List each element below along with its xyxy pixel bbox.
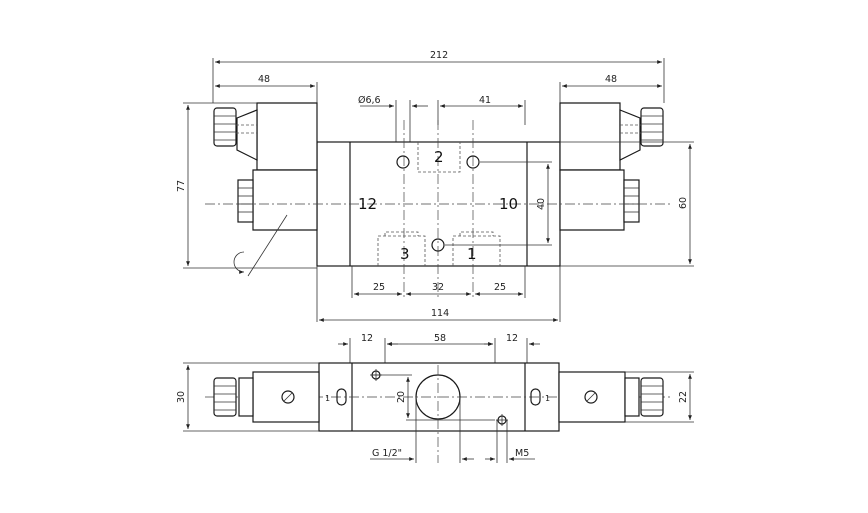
dim-58: 58 [434,333,446,344]
dim-48-left: 48 [258,74,270,85]
bottom-view: 12 58 12 1 1 [176,333,694,463]
dim-30: 30 [176,391,187,403]
port-label-12: 12 [358,195,377,213]
thread-m5: M5 [515,448,529,459]
dim-48-right: 48 [605,74,617,85]
override-label-left: 1 [325,394,330,403]
top-view: 212 48 48 Ø6,6 41 [176,50,694,322]
dim-25-left: 25 [373,282,385,293]
port-label-3: 3 [400,245,410,263]
dim-32: 32 [432,282,444,293]
mount-hole-bottom [431,238,445,252]
right-solenoid [559,102,664,231]
override-left [336,388,347,406]
dim-77: 77 [176,180,187,192]
dim-60: 60 [678,197,689,209]
thread-g-half: G 1/2" [372,448,402,459]
dim-22: 22 [678,391,689,403]
right-solenoid-bottom [558,371,664,423]
mount-hole-left [396,155,410,169]
dim-40: 40 [536,198,547,210]
port-label-10: 10 [499,195,518,213]
dim-20: 20 [396,391,407,403]
coil-screw-left-icon [281,390,295,404]
dim-114: 114 [431,308,449,319]
override-right [530,388,541,406]
dim-41: 41 [479,95,491,106]
coil-screw-right-icon [584,390,598,404]
rotation-arrow-icon [233,251,245,274]
port-label-1: 1 [467,245,477,263]
dim-25-right: 25 [494,282,506,293]
dim-hole-dia: Ø6,6 [358,95,381,106]
mount-hole-right [466,155,480,169]
port-label-2: 2 [434,148,444,166]
left-solenoid [213,102,318,231]
dim-212: 212 [430,50,448,61]
dim-12-left: 12 [361,333,373,344]
override-label-right: 1 [545,394,550,403]
dim-12-right: 12 [506,333,518,344]
left-solenoid-bottom [213,371,320,423]
